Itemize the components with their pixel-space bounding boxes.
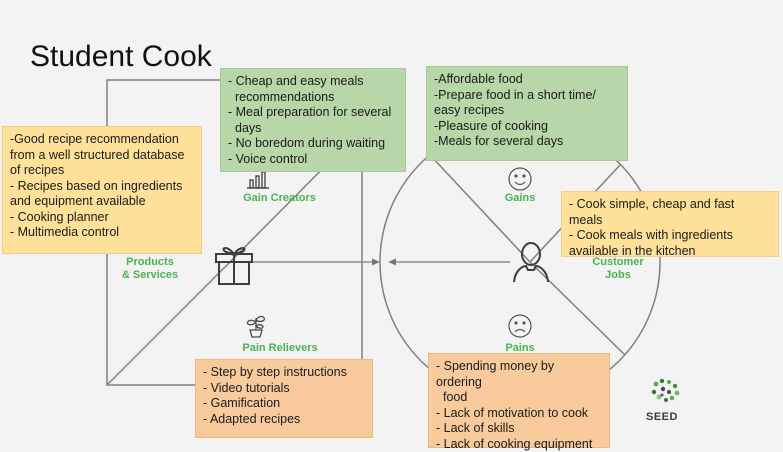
label-gains: Gains (492, 192, 548, 205)
frown-icon (509, 315, 531, 337)
note-line: -Pleasure of cooking (434, 119, 620, 135)
note-line: - Multimedia control (10, 225, 194, 241)
fit-arrows (252, 259, 510, 266)
circle-divider-left (430, 155, 530, 262)
seed-logo-text: SEED (646, 411, 678, 423)
arrow-right-head (372, 259, 380, 266)
smile-icon (509, 168, 531, 190)
note-line: -Prepare food in a short time/ (434, 88, 620, 104)
seed-logo-icon (652, 379, 680, 402)
note-line: - Cooking planner (10, 210, 194, 226)
note-products-services: -Good recipe recommendation from a well … (2, 126, 202, 254)
note-line: from a well structured database (10, 148, 194, 164)
note-line: easy recipes (434, 103, 620, 119)
note-customer-jobs: - Cook simple, cheap and fast meals - Co… (561, 191, 779, 257)
note-gain-creators: - Cheap and easy meals recommendations -… (220, 68, 406, 172)
page-title: Student Cook (30, 40, 212, 74)
label-customer-jobs-line2: Jobs (588, 269, 648, 282)
note-line: - Gamification (203, 396, 365, 412)
note-line: days (228, 121, 398, 137)
label-products-services-line2: & Services (112, 269, 188, 282)
note-line: - Cheap and easy meals (228, 74, 398, 90)
plant-icon (247, 317, 264, 337)
note-line: - Recipes based on ingredients (10, 179, 194, 195)
note-line: - Lack of motivation to cook (436, 406, 602, 422)
note-line: food (436, 390, 602, 406)
note-line: - Meal preparation for several (228, 105, 398, 121)
note-line: - Adapted recipes (203, 412, 365, 428)
label-customer-jobs: Customer Jobs (588, 256, 648, 282)
note-pains: - Spending money by ordering food - Lack… (428, 353, 610, 448)
note-line: - Voice control (228, 152, 398, 168)
note-line: -Affordable food (434, 72, 620, 88)
note-line: - Cook simple, cheap and fast meals (569, 197, 771, 228)
note-pain-relievers: - Step by step instructions - Video tuto… (195, 359, 373, 438)
label-gain-creators: Gain Creators (232, 192, 327, 205)
note-line: -Meals for several days (434, 134, 620, 150)
label-products-services: Products & Services (112, 256, 188, 282)
note-line: recommendations (228, 90, 398, 106)
label-pain-relievers: Pain Relievers (230, 342, 330, 355)
note-line: - Lack of cooking equipment (436, 437, 602, 452)
note-line: - Video tutorials (203, 381, 365, 397)
note-line: - Spending money by ordering (436, 359, 602, 390)
note-gains: -Affordable food -Prepare food in a shor… (426, 66, 628, 161)
note-line: and equipment available (10, 194, 194, 210)
note-line: -Good recipe recommendation (10, 132, 194, 148)
note-line: available in the kitchen (569, 244, 771, 260)
note-line: - No boredom during waiting (228, 136, 398, 152)
label-products-services-line1: Products (112, 256, 188, 269)
gift-icon (216, 248, 252, 284)
chart-icon (247, 172, 269, 188)
note-line: - Lack of skills (436, 421, 602, 437)
note-line: - Cook meals with ingredients (569, 228, 771, 244)
note-line: of recipes (10, 163, 194, 179)
note-line: - Step by step instructions (203, 365, 365, 381)
arrow-left-head (388, 259, 396, 266)
